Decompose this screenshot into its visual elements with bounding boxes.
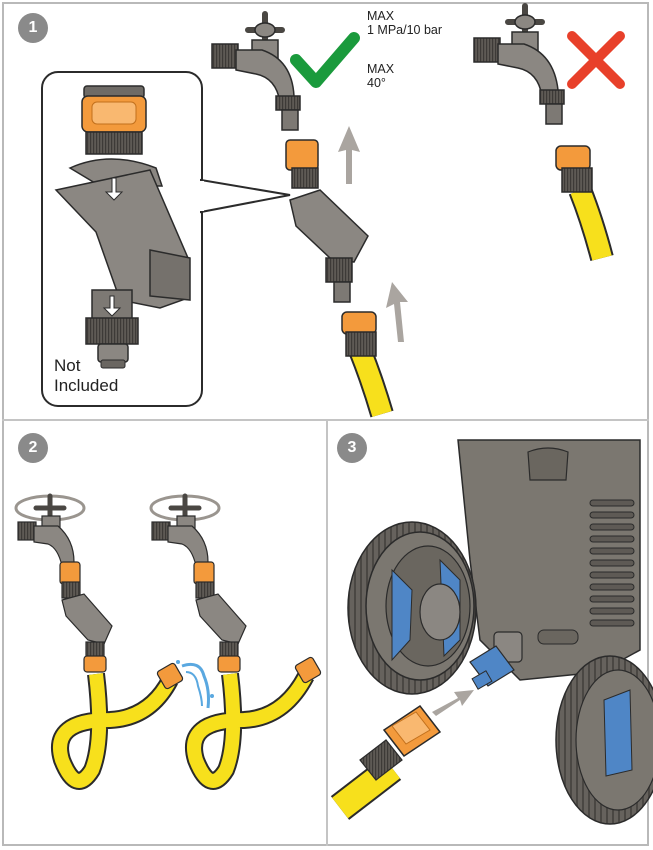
step-badge-1: 1 — [18, 13, 48, 43]
tap-left — [14, 493, 214, 790]
note-line-2: Included — [54, 376, 119, 395]
inlet-connector — [469, 631, 523, 690]
wheel-left — [347, 521, 477, 695]
hose-wrong — [555, 145, 614, 262]
filter-assembly — [285, 139, 369, 303]
wheel-right — [555, 655, 653, 825]
step-badge-2: 2 — [18, 433, 48, 463]
filter-not-included-note: Not Included — [54, 356, 118, 396]
tap-right — [149, 493, 322, 790]
check-icon — [290, 32, 360, 88]
max-pressure-value: 1 MPa/10 bar — [367, 23, 443, 37]
panel-3-illustration — [330, 439, 653, 825]
tap-correct — [211, 11, 301, 131]
hose-panel3 — [330, 704, 442, 820]
arrow-icon — [432, 690, 474, 716]
max-temperature-label: MAX — [367, 62, 395, 76]
hose-correct — [341, 311, 394, 418]
step-badge-3: 3 — [337, 433, 367, 463]
note-line-1: Not — [54, 356, 81, 375]
max-pressure-spec: MAX 1 MPa/10 bar — [367, 9, 442, 37]
arrow-up-icon — [386, 282, 408, 342]
max-pressure-label: MAX — [367, 9, 395, 23]
panel-1-illustration — [41, 3, 625, 418]
cross-icon — [567, 31, 625, 89]
panel-2-illustration — [14, 493, 322, 790]
arrow-up-icon — [338, 126, 360, 184]
max-temperature-value: 40° — [367, 76, 386, 90]
max-temperature-spec: MAX 40° — [367, 62, 394, 90]
panel-divider-vertical — [326, 420, 328, 846]
filter-inset — [41, 71, 291, 407]
panel-divider-horizontal — [2, 419, 649, 421]
tap-wrong — [473, 3, 565, 125]
